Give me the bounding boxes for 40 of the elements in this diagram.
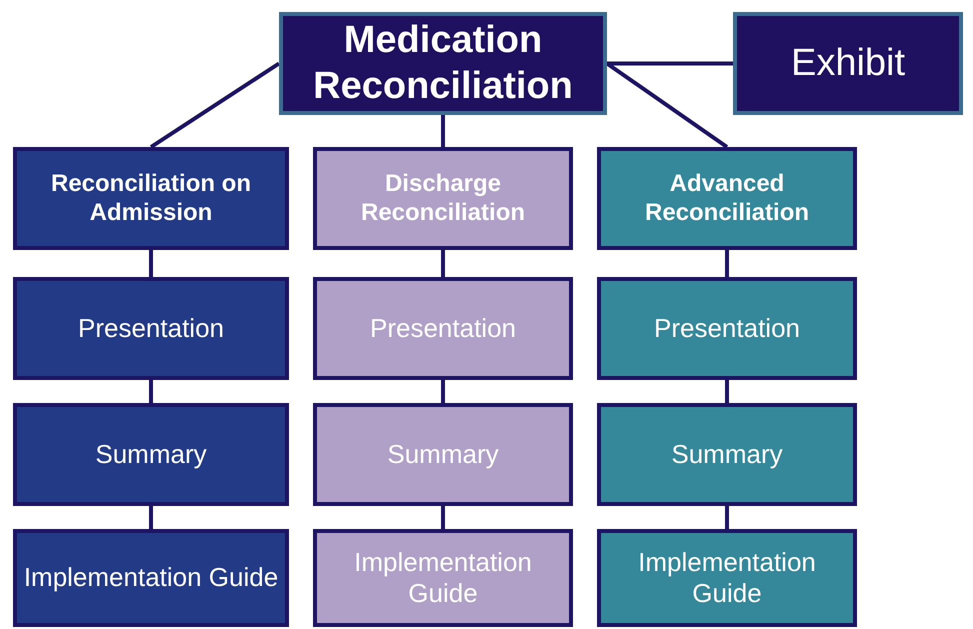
connector-line (149, 506, 153, 529)
box-label: Exhibit (790, 40, 906, 86)
item-box (13, 277, 289, 380)
item-box (313, 529, 573, 627)
box-label: Implementation Guide (24, 562, 278, 594)
connector-line (725, 250, 729, 277)
connector-line (150, 62, 280, 149)
connector-line (149, 250, 153, 277)
item-box (313, 403, 573, 506)
item-box (597, 529, 857, 627)
item-box (313, 277, 573, 380)
connector-line (607, 62, 733, 66)
category-box (13, 147, 289, 250)
box-label: Discharge Reconciliation (360, 170, 526, 228)
label-box (733, 12, 963, 115)
box-label: Summary (671, 438, 783, 470)
category-box (597, 147, 857, 250)
category-box (313, 147, 573, 250)
box-label: Presentation (370, 312, 516, 344)
box-label: Implementation Guide (353, 546, 533, 610)
box-label: Implementation Guide (637, 546, 817, 610)
connector-line (441, 250, 445, 277)
item-box (597, 277, 857, 380)
connector-line (441, 380, 445, 403)
box-label: Presentation (654, 312, 800, 344)
connector-line (149, 380, 153, 403)
box-label: Summary (95, 438, 207, 470)
item-box (597, 403, 857, 506)
item-box (13, 529, 289, 627)
box-label: Advanced Reconciliation (644, 170, 810, 228)
connector-line (725, 506, 729, 529)
item-box (13, 403, 289, 506)
title-box (279, 12, 607, 115)
box-label: Reconciliation on Admission (50, 170, 252, 228)
box-label: Medication Reconciliation (312, 18, 574, 108)
box-label: Presentation (78, 312, 224, 344)
box-label: Summary (387, 438, 499, 470)
connector-line (725, 380, 729, 403)
connector-line (441, 115, 445, 147)
connector-line (441, 506, 445, 529)
